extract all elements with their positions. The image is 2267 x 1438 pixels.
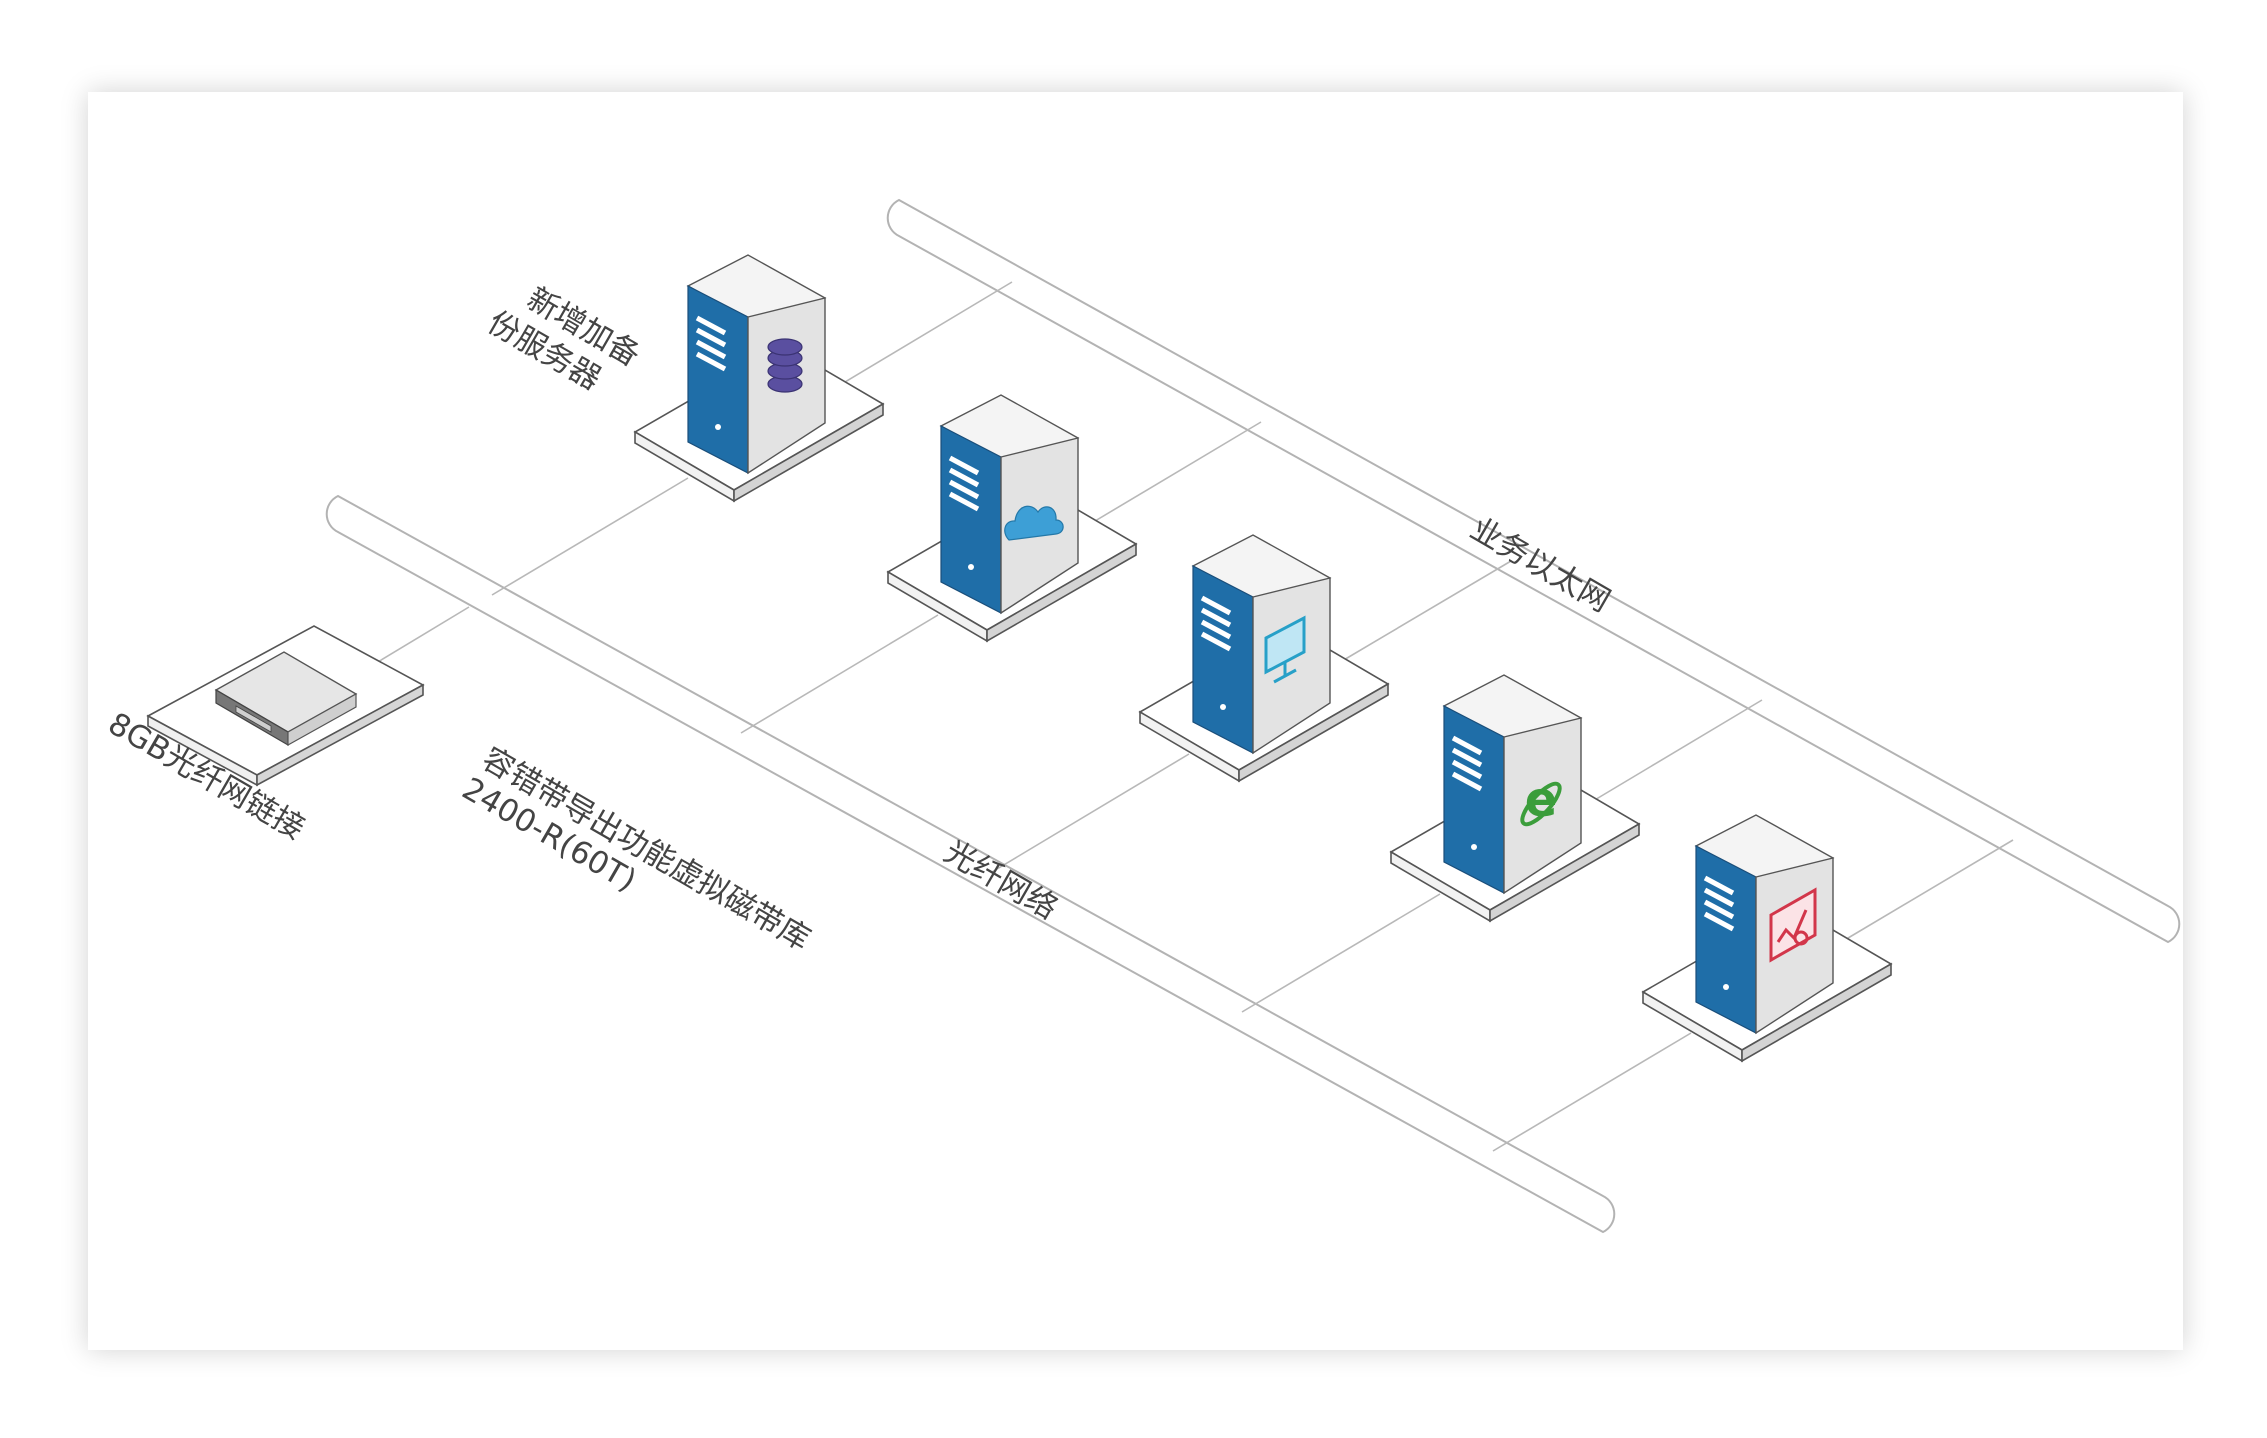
ethernet-bus	[886, 198, 2181, 944]
network-topology: e 新增加备 份服务器 8GB光纤网链接 容错带导出功能虚拟磁带库 2400-R…	[102, 198, 2181, 1234]
label-tape-library-name: 容错带导出功能虚拟磁带库	[476, 741, 816, 958]
label-backup-server: 新增加备 份服务器	[482, 281, 646, 398]
line-srv1-eth	[834, 281, 1013, 389]
tape-library	[146, 625, 425, 787]
database-icon	[767, 338, 803, 393]
chart-icon	[1769, 887, 1817, 963]
monitor-icon	[1264, 615, 1306, 684]
line-srv4-fiber	[1241, 893, 1441, 1013]
line-srv2-fiber	[740, 614, 939, 734]
fiber-bus	[325, 494, 1616, 1234]
line-srv5-eth	[1837, 839, 2014, 945]
connection-lines	[357, 281, 2014, 1152]
svg-text:e: e	[1525, 772, 1558, 828]
line-srv3-eth	[1336, 560, 1512, 665]
server-cloud	[886, 394, 1138, 643]
diagram-canvas: e 新增加备 份服务器 8GB光纤网链接 容错带导出功能虚拟磁带库 2400-R…	[88, 92, 2183, 1350]
line-srv1-fiber	[491, 477, 689, 596]
line-srv5-fiber	[1492, 1032, 1692, 1152]
label-fiber-network: 光纤网络	[938, 834, 1063, 927]
line-srv3-fiber	[991, 753, 1190, 873]
server-monitor	[1138, 534, 1390, 783]
server-ie: e	[1389, 674, 1641, 923]
line-srv2-eth	[1084, 421, 1262, 528]
line-srv4-eth	[1587, 699, 1763, 805]
server-database	[633, 254, 885, 503]
cloud-icon	[1004, 505, 1064, 541]
internet-explorer-icon: e	[1520, 772, 1562, 828]
server-analytics	[1641, 814, 1893, 1063]
label-ethernet: 业务以太网	[1464, 511, 1616, 620]
